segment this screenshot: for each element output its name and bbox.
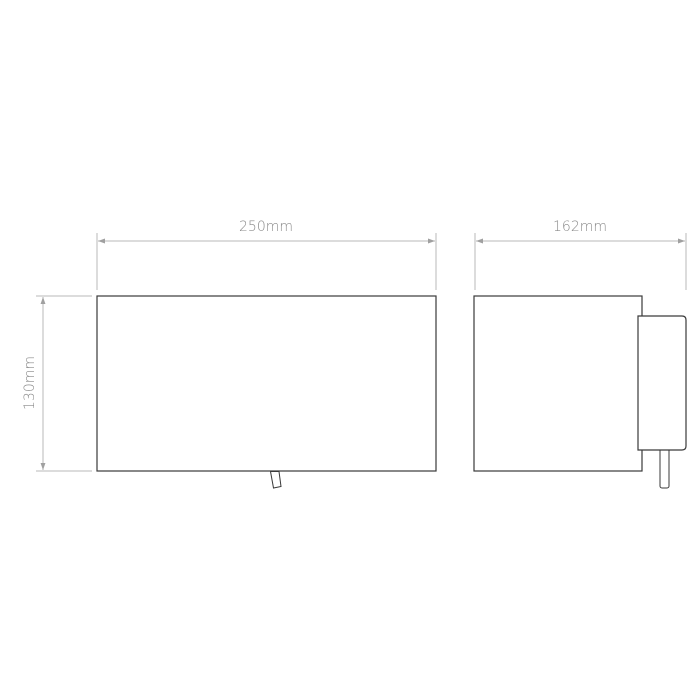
side-body [473, 295, 643, 472]
front-cable-tab [269, 471, 282, 489]
front-body [96, 295, 437, 472]
pipe [659, 447, 670, 489]
depth-label: 162mm [553, 219, 607, 235]
depth-dimension [474, 233, 687, 290]
width-label: 250mm [239, 219, 293, 235]
side-view [473, 295, 687, 489]
height-dimension [36, 295, 92, 472]
height-label: 130mm [22, 356, 38, 410]
wall-mount-bracket [637, 315, 687, 451]
front-view [96, 295, 437, 489]
width-dimension [96, 233, 437, 290]
